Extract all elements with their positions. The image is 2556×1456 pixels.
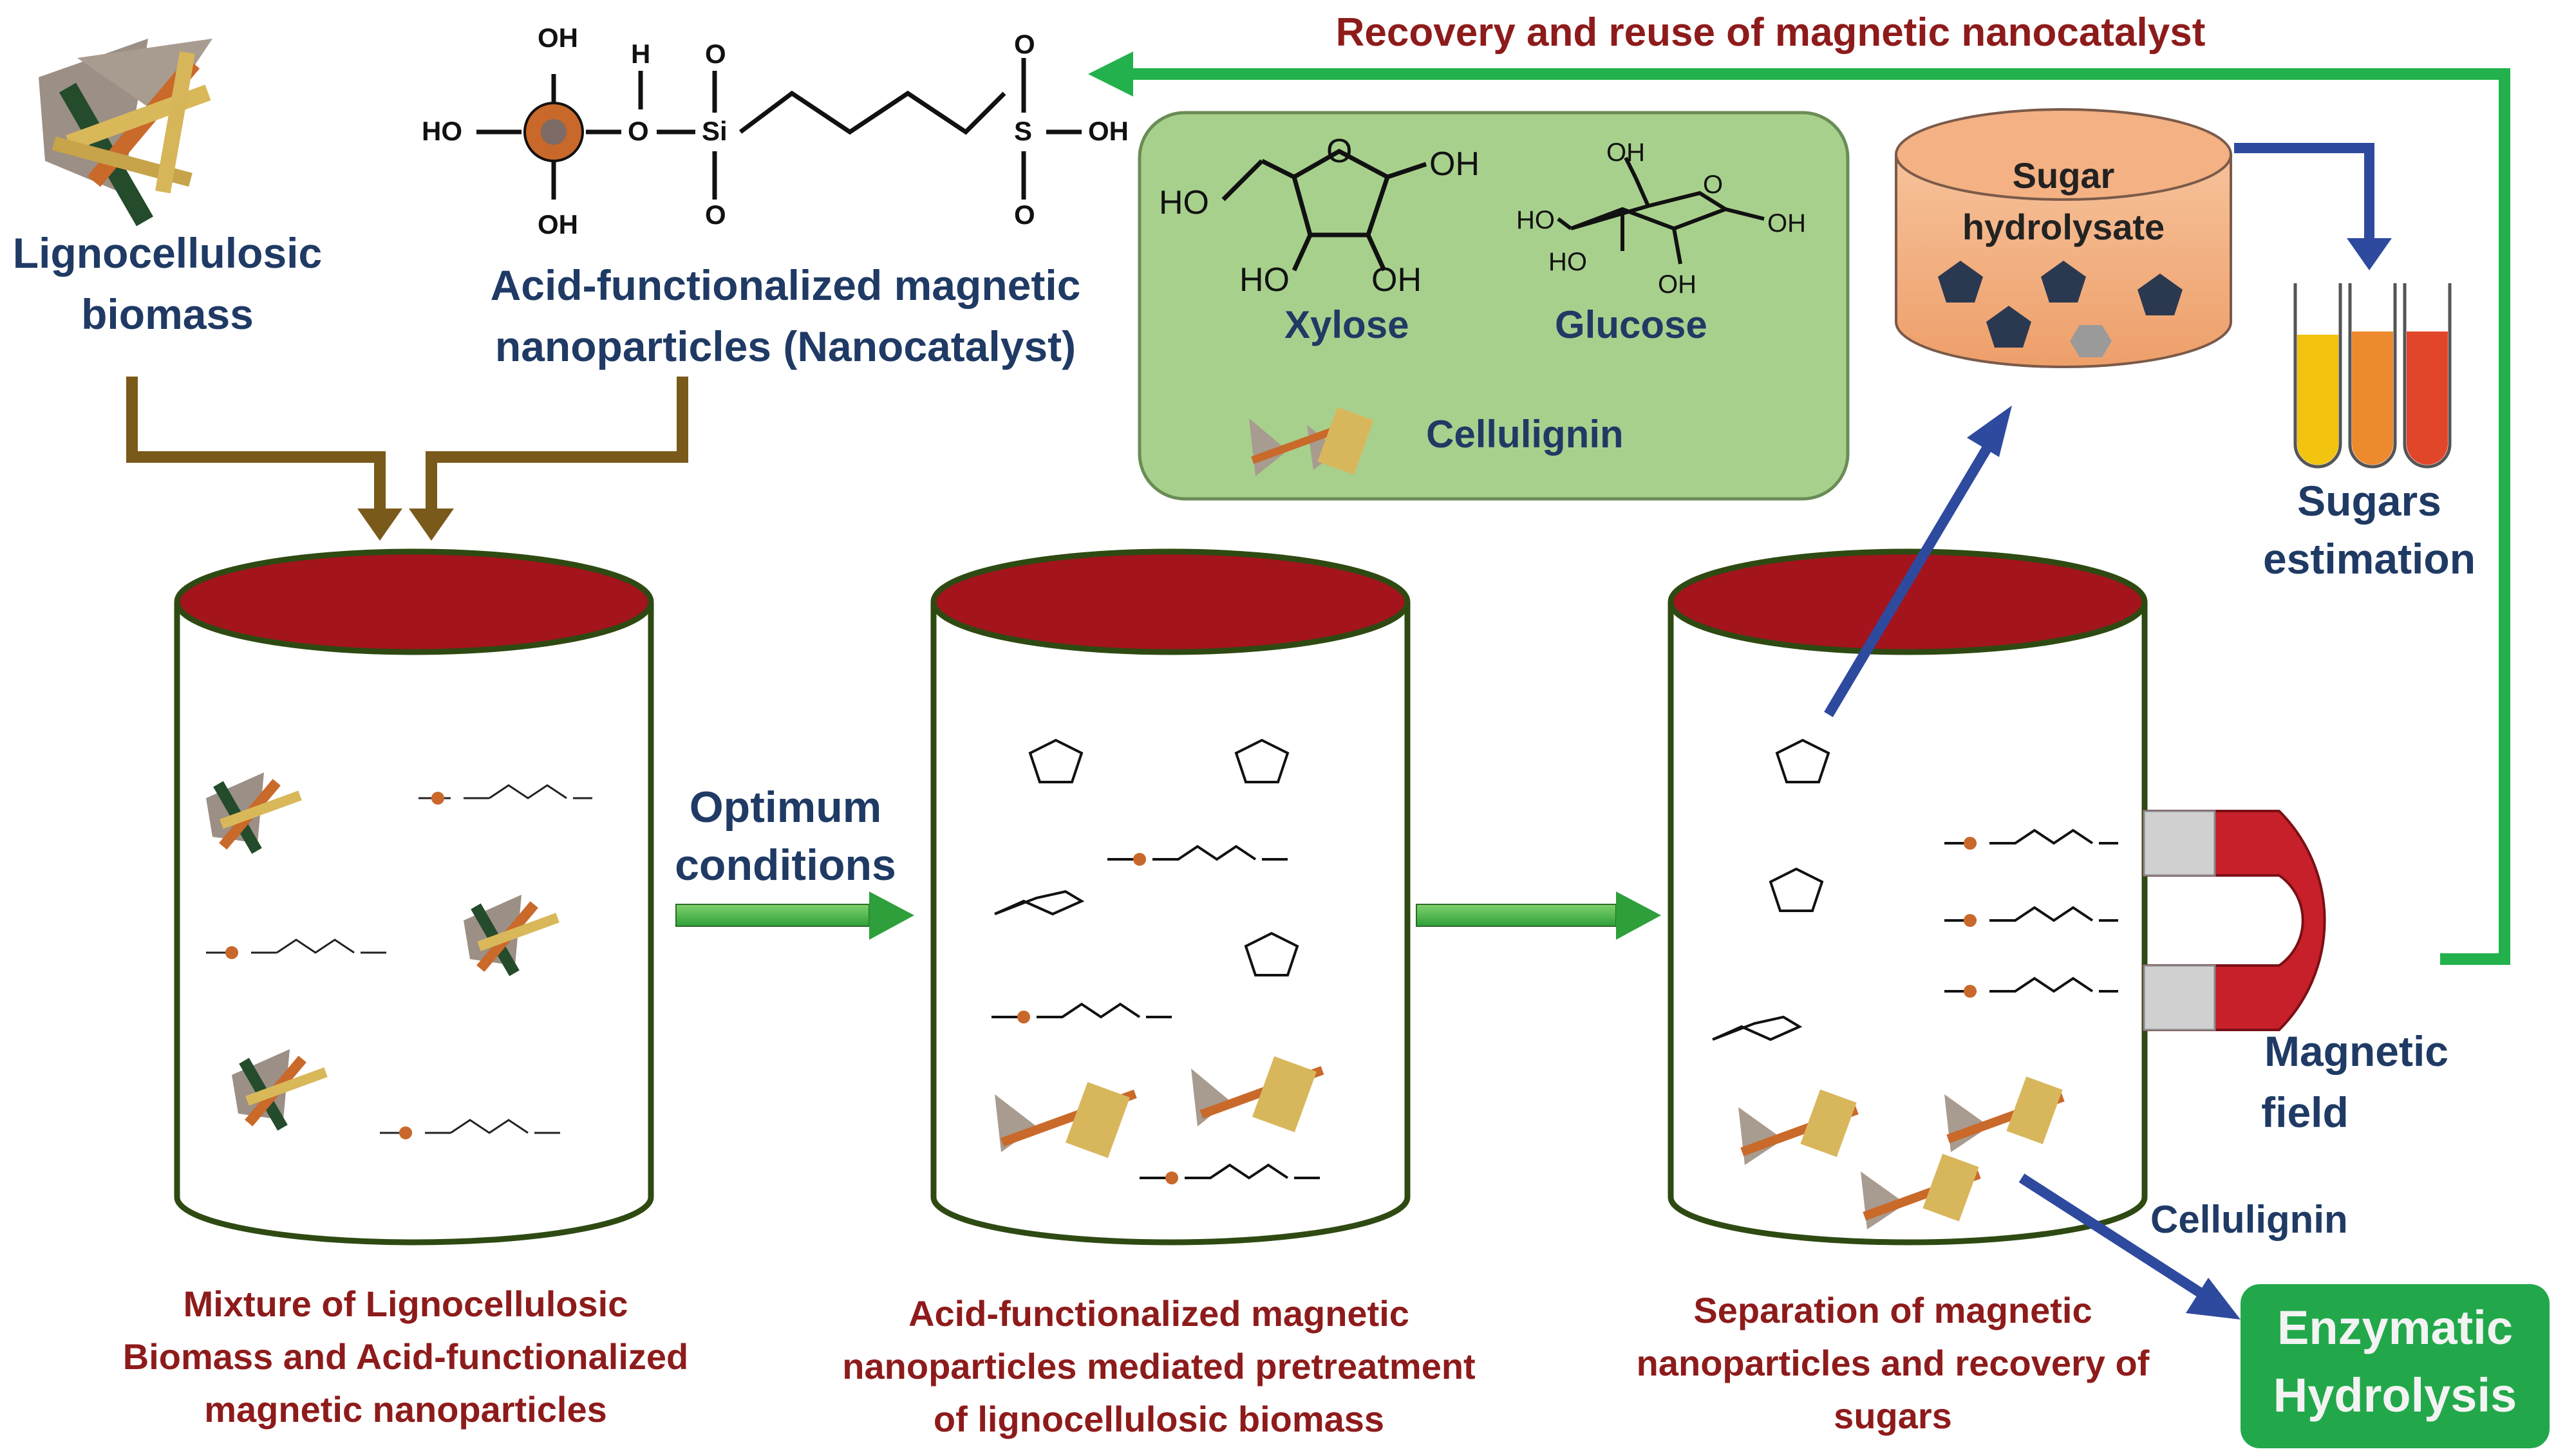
cellulignin-icon xyxy=(1249,407,1374,476)
atom-oh-bottom: OH xyxy=(538,209,578,239)
vessel-3-caption: Separation of magnetic nanoparticles and… xyxy=(1571,1284,2215,1442)
enzymatic-line2: Hydrolysis xyxy=(2273,1368,2517,1422)
glucose-oh-bottom: OH xyxy=(1658,270,1696,299)
atom-o-si-bottom: O xyxy=(705,200,726,230)
atom-o-link: O xyxy=(628,116,649,146)
tank-to-tubes-arrow xyxy=(2234,143,2392,270)
np-dot xyxy=(1964,837,1977,850)
atom-oh-s: OH xyxy=(1088,116,1129,146)
glucose-structure xyxy=(1557,156,1765,265)
product-box xyxy=(1138,111,1850,501)
xylose-ho-top: HO xyxy=(1159,184,1209,221)
recovery-label: Recovery and reuse of magnetic nanocatal… xyxy=(1335,10,2206,55)
input-arrows xyxy=(126,377,688,541)
catalyst-label-line2: nanoparticles (Nanocatalyst) xyxy=(494,322,1076,370)
vessel-3-caption-line: Separation of magnetic xyxy=(1693,1290,2092,1330)
test-tubes xyxy=(2293,283,2452,469)
sugar-to-tank-arrow xyxy=(1824,406,2012,718)
np-dot xyxy=(1165,1171,1178,1184)
xylose-oh-right: OH xyxy=(1429,145,1480,183)
xylose-ho-bottom: HO xyxy=(1239,261,1290,299)
vessel-2-caption-line: of lignocellulosic biomass xyxy=(933,1399,1385,1439)
vessel-1-caption-line: magnetic nanoparticles xyxy=(204,1389,607,1430)
glucose-oh-right: OH xyxy=(1767,209,1806,238)
glucose-ring-o: O xyxy=(1703,171,1724,199)
vessel-2-cellulignin xyxy=(995,1056,1324,1158)
biomass-label-line2: biomass xyxy=(81,290,254,338)
np-dot xyxy=(1964,985,1977,998)
xylose-structure xyxy=(1221,149,1427,272)
nanoparticle-inner xyxy=(541,119,567,145)
sugars-estimation-line2: estimation xyxy=(2262,535,2476,583)
atom-o-s-top: O xyxy=(1014,29,1035,59)
vessel-3-caption-line: nanoparticles and recovery of xyxy=(1636,1343,2150,1383)
cellulignin-box-label: Cellulignin xyxy=(1426,413,1624,456)
vessel-1-caption: Mixture of Lignocellulosic Biomass and A… xyxy=(52,1278,760,1436)
recovery-arrow xyxy=(1088,51,2510,965)
np-dot xyxy=(1017,1011,1030,1023)
vessel-1-caption-line: Biomass and Acid-functionalized xyxy=(122,1336,689,1377)
vessel-3-contents xyxy=(1712,738,2118,1041)
vessel-3 xyxy=(1668,548,2148,1246)
atom-ho-left: HO xyxy=(422,116,462,146)
glucose-oh-top: OH xyxy=(1606,138,1645,167)
cellulignin-out-label: Cellulignin xyxy=(2150,1198,2348,1241)
xylose-oh-bottom: OH xyxy=(1371,261,1422,299)
vessel-3-caption-line: sugars xyxy=(1834,1395,1952,1436)
vessel-1 xyxy=(174,548,654,1246)
hydrolysate-line2: hydrolysate xyxy=(1962,207,2165,247)
glucose-ho-left: HO xyxy=(1516,206,1555,234)
optimum-line2: conditions xyxy=(675,841,896,890)
magnetic-field-line2: field xyxy=(2261,1088,2349,1136)
hydrolysate-tank xyxy=(1895,108,2232,368)
optimum-line1: Optimum xyxy=(689,783,882,832)
atom-o-s-bottom: O xyxy=(1014,200,1035,230)
vessel-1-caption-line: Mixture of Lignocellulosic xyxy=(183,1283,628,1324)
glucose-ho-bottom: HO xyxy=(1548,248,1587,276)
np-dot xyxy=(1133,853,1146,866)
np-dot xyxy=(1964,914,1977,927)
atom-o-si-top: O xyxy=(705,39,726,69)
glucose-label: Glucose xyxy=(1555,303,1707,346)
process-arrow-2 xyxy=(1416,891,1661,940)
enzymatic-line1: Enzymatic xyxy=(2277,1301,2514,1354)
catalyst-label-line1: Acid-functionalized magnetic xyxy=(490,261,1081,309)
cellulignin-out-arrow xyxy=(2018,1173,2241,1320)
atom-oh-top: OH xyxy=(538,23,578,53)
magnetic-field-line1: Magnetic xyxy=(2264,1027,2449,1075)
xylose-label: Xylose xyxy=(1284,303,1409,346)
vessel-1-contents xyxy=(206,772,592,1139)
vessel-3-cellulignin xyxy=(1738,1076,2065,1229)
process-arrow-1 xyxy=(675,891,914,940)
sugars-estimation-line1: Sugars xyxy=(2297,477,2441,525)
xylose-ring-o: O xyxy=(1326,133,1353,170)
vessel-2-caption-line: nanoparticles mediated pretreatment xyxy=(842,1346,1476,1386)
hydrolysate-line1: Sugar xyxy=(2012,155,2115,196)
catalyst-structure xyxy=(476,58,1082,200)
atom-si: Si xyxy=(702,116,728,146)
biomass-label-line1: Lignocellulosic xyxy=(12,229,323,277)
vessel-2-caption-line: Acid-functionalized magnetic xyxy=(908,1293,1409,1334)
biomass-icon xyxy=(39,39,212,227)
vessel-2-caption: Acid-functionalized magnetic nanoparticl… xyxy=(766,1287,1552,1446)
atom-s: S xyxy=(1014,116,1033,146)
enzymatic-box xyxy=(2241,1284,2550,1448)
horseshoe-magnet xyxy=(2143,810,2326,1031)
atom-h: H xyxy=(631,39,651,69)
